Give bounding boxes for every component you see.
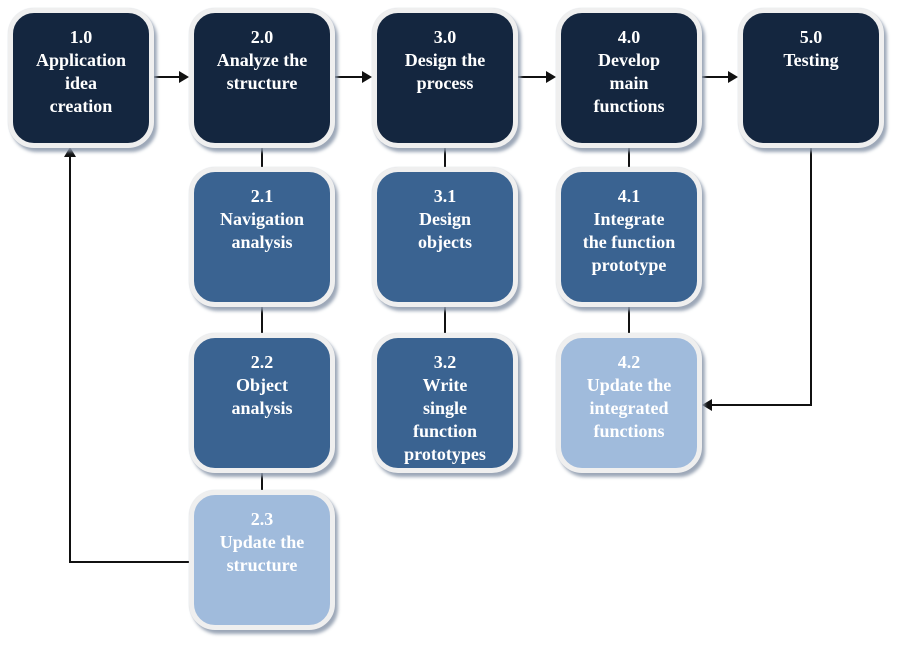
arrowhead-right-icon (179, 71, 189, 83)
node-2-0-analyze-the-structure: 2.0 Analyze the structure (189, 8, 335, 148)
node-3-0-design-the-process: 3.0 Design the process (372, 8, 518, 148)
arrowhead-right-icon (362, 71, 372, 83)
node-2-1-navigation-analysis: 2.1 Navigation analysis (189, 167, 335, 307)
connector-4-0-to-4-1 (628, 146, 630, 169)
connector-4-0-to-5-0 (700, 76, 728, 78)
connector-5-0-to-4-2-horizontal (711, 404, 812, 406)
arrowhead-up-icon (64, 147, 76, 157)
arrowhead-left-icon (702, 399, 712, 411)
node-4-0-develop-main-functions: 4.0 Develop main functions (556, 8, 702, 148)
node-5-0-testing: 5.0 Testing (738, 8, 884, 148)
connector-3-1-to-3-2 (444, 305, 446, 335)
node-2-3-update-the-structure: 2.3 Update the structure (189, 490, 335, 630)
arrowhead-right-icon (546, 71, 556, 83)
connector-2-2-to-2-3 (261, 471, 263, 492)
node-2-2-object-analysis: 2.2 Object analysis (189, 333, 335, 473)
node-3-1-design-objects: 3.1 Design objects (372, 167, 518, 307)
connector-1-0-to-2-0 (152, 76, 180, 78)
connector-4-1-to-4-2 (628, 305, 630, 335)
connector-2-3-to-1-0-vertical (69, 156, 71, 563)
arrowhead-right-icon (728, 71, 738, 83)
node-4-1-integrate-function-prototype: 4.1 Integrate the function prototype (556, 167, 702, 307)
node-1-0-application-idea-creation: 1.0 Application idea creation (8, 8, 154, 148)
connector-2-0-to-3-0 (333, 76, 362, 78)
node-4-2-update-integrated-functions: 4.2 Update the integrated functions (556, 333, 702, 473)
node-3-2-write-single-function-prototypes: 3.2 Write single function prototypes (372, 333, 518, 473)
connector-3-0-to-3-1 (444, 146, 446, 169)
connector-3-0-to-4-0 (516, 76, 546, 78)
connector-2-0-to-2-1 (261, 146, 263, 169)
connector-5-0-to-4-2-vertical (810, 148, 812, 406)
connector-2-3-to-1-0-horizontal (69, 561, 189, 563)
connector-2-1-to-2-2 (261, 305, 263, 335)
